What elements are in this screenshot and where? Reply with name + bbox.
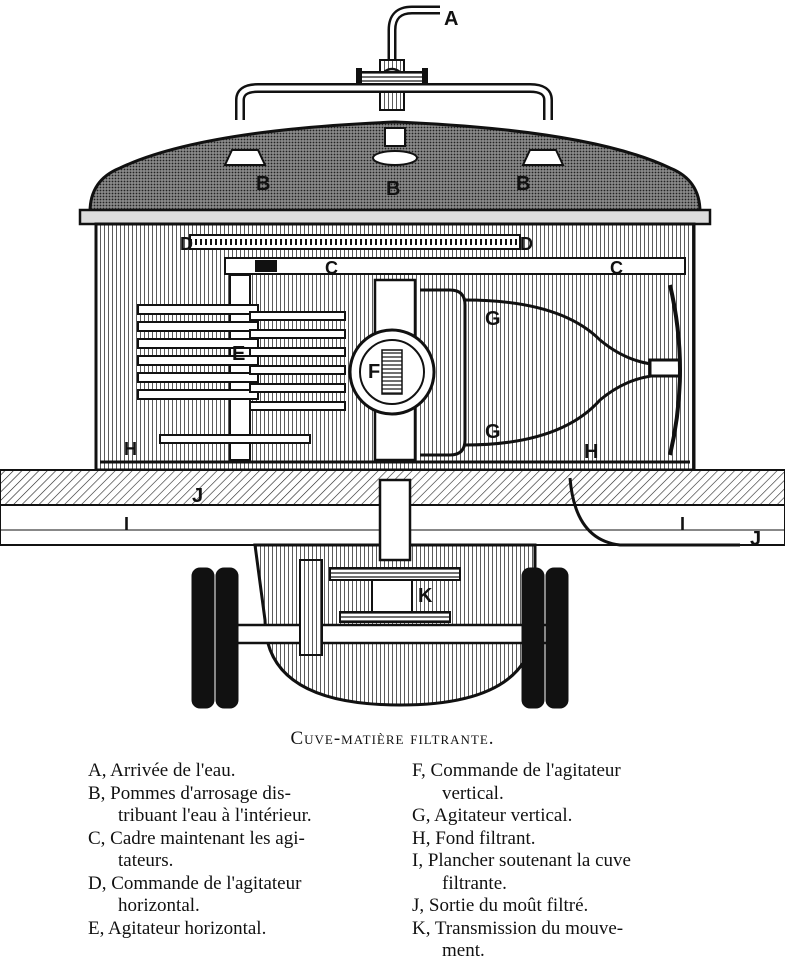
legend-line-cont: vertical. (442, 782, 504, 804)
legend-entry-k: K, Transmission du mouve- ment. (412, 918, 712, 963)
legend-line: H, Fond filtrant. (412, 827, 536, 849)
legend-entry-h: H, Fond filtrant. (412, 828, 712, 851)
label-h-right: H (584, 441, 598, 463)
wort-outlet-pipe (568, 477, 740, 547)
legend-line-cont: tribuant l'eau à l'intérieur. (118, 805, 312, 826)
label-h-left: H (124, 439, 137, 459)
label-a: A (444, 8, 458, 30)
legend-line-cont: ment. (442, 940, 485, 961)
label-f: F (368, 361, 380, 383)
label-d-right: D (520, 234, 533, 254)
legend-line: K, Transmission du mouve- (412, 917, 624, 939)
legend-line: E, Agitateur horizontal. (88, 917, 267, 939)
legend-line-cont: tateurs. (118, 850, 174, 871)
label-i-left: I (124, 514, 129, 534)
label-e: E (232, 343, 245, 365)
horizontal-agitator-drive (189, 234, 521, 250)
agitator-frame (224, 257, 686, 275)
legend-entry-b: B, Pommes d'arrosage dis- tribuant l'eau… (88, 783, 388, 828)
label-g-top: G (485, 308, 501, 330)
legend-entry-d: D, Commande de l'agitateur horizontal. (88, 873, 388, 918)
legend-line: F, Commande de l'agitateur (412, 760, 621, 781)
filter-tank-illustration: A B B B D D C C E F G G H H J I I J K (0, 5, 785, 709)
label-b-left: B (256, 173, 270, 195)
lid-rim (78, 208, 712, 226)
legend-line: D, Commande de l'agitateur (88, 872, 302, 894)
legend-right-column: F, Commande de l'agitateur vertical. G, … (412, 760, 712, 963)
legend-line: B, Pommes d'arrosage dis- (88, 782, 291, 804)
legend-entry-i: I, Plancher soutenant la cuve filtrante. (412, 850, 712, 895)
legend-line: J, Sortie du moût filtré. (412, 895, 589, 916)
vertical-agitator-drive (348, 278, 436, 462)
tank-dome-lid (88, 120, 702, 214)
legend-line: C, Cadre maintenant les agi- (88, 827, 305, 849)
label-j-left: J (192, 485, 203, 507)
wheels (191, 567, 569, 709)
vertical-agitator (420, 284, 682, 457)
spray-heads (223, 127, 565, 166)
legend-left-column: A, Arrivée de l'eau. B, Pommes d'arrosag… (88, 760, 388, 940)
legend-entry-j: J, Sortie du moût filtré. (412, 895, 712, 918)
legend-line: A, Arrivée de l'eau. (88, 760, 236, 781)
legend-entry-f: F, Commande de l'agitateur vertical. (412, 760, 712, 805)
label-c-right: C (610, 258, 623, 278)
label-i-right: I (680, 514, 685, 534)
label-b-center: B (386, 178, 400, 200)
label-k: K (418, 585, 433, 607)
legend-line-cont: filtrante. (442, 872, 507, 894)
legend-entry-c: C, Cadre maintenant les agi- tateurs. (88, 828, 388, 873)
figure-caption: Cuve-matière filtrante. (290, 728, 495, 749)
legend-entry-a: A, Arrivée de l'eau. (88, 760, 388, 783)
label-g-bottom: G (485, 421, 501, 443)
horizontal-agitator (137, 274, 346, 461)
water-inlet (356, 5, 440, 111)
label-c-left: C (325, 258, 338, 278)
legend-line-cont: horizontal. (118, 895, 200, 916)
drive-transmission (228, 478, 562, 707)
label-d-left: D (180, 234, 193, 254)
legend-line: G, Agitateur vertical. (412, 805, 573, 826)
label-j-right: J (750, 528, 761, 550)
label-b-right: B (516, 173, 530, 195)
legend-line: I, Plancher soutenant la cuve (412, 850, 631, 871)
legend-entry-g: G, Agitateur vertical. (412, 805, 712, 828)
legend-entry-e: E, Agitateur horizontal. (88, 918, 388, 941)
